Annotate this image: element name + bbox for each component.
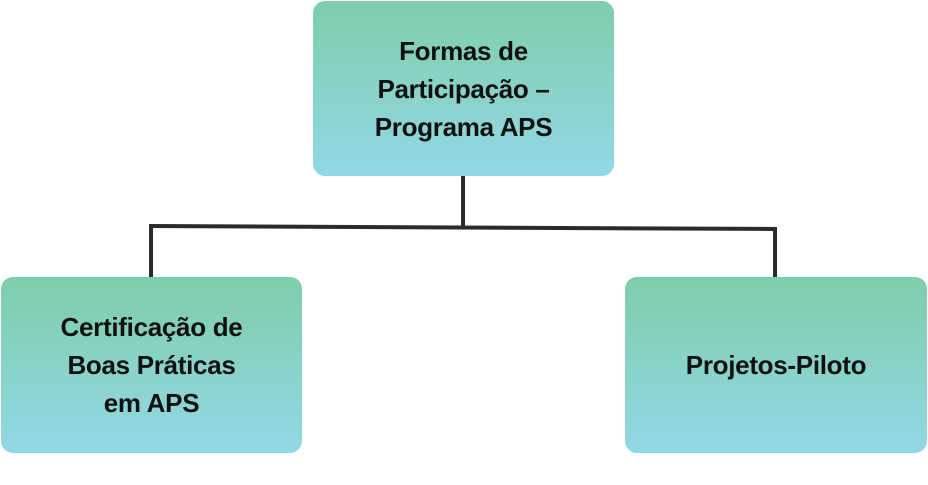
node-right-line-1: Projetos-Piloto	[685, 350, 867, 380]
node-formas-de-participacao: Formas de Participação – Programa APS	[313, 1, 614, 176]
node-left-line-1: Certificação de	[60, 312, 243, 342]
node-left-label: Certificação de Boas Práticas em APS	[61, 308, 243, 422]
node-root-line-1: Formas de	[399, 35, 528, 66]
node-left-line-3: em APS	[103, 388, 200, 418]
node-right-label: Projetos-Piloto	[685, 346, 867, 384]
connector-horizontal-bar	[148, 224, 778, 231]
node-root-line-2: Participação –	[377, 73, 550, 104]
node-left-line-2: Boas Práticas	[67, 350, 236, 380]
node-root-line-3: Programa APS	[374, 111, 553, 142]
node-projetos-piloto: Projetos-Piloto	[625, 277, 927, 453]
node-certificacao-boas-praticas: Certificação de Boas Práticas em APS	[1, 277, 302, 453]
node-root-label: Formas de Participação – Programa APS	[375, 32, 553, 146]
